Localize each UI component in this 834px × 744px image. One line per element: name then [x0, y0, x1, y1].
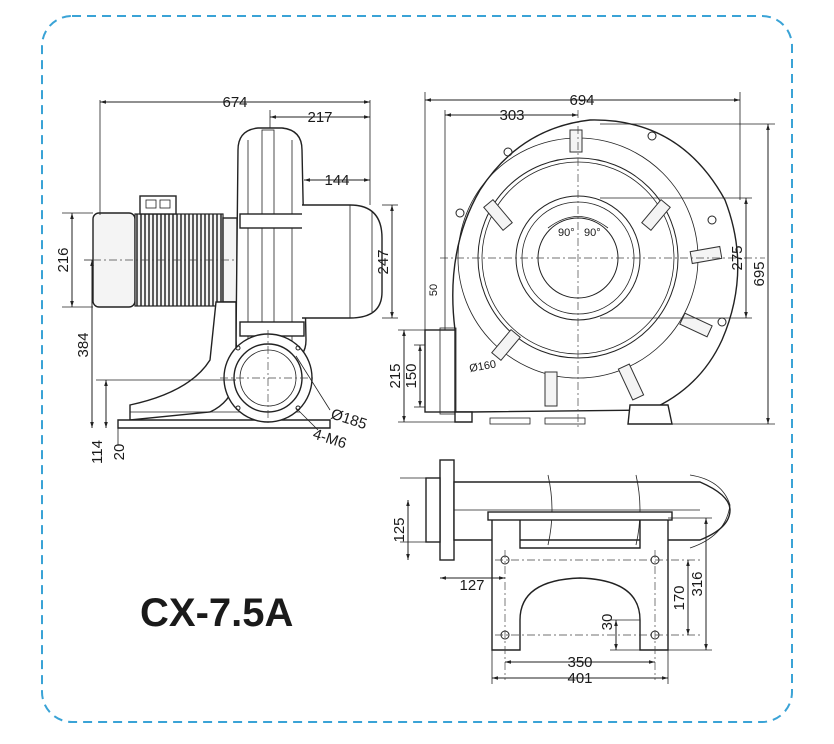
outlet-label: Ø160 [468, 358, 497, 374]
base-frame [491, 517, 669, 651]
top-view: 125 127 170 316 30 350 401 [391, 459, 731, 687]
dim-247: 247 [375, 249, 392, 274]
side-view: 674 217 144 247 216 384 114 20 Ø185 4-M6 [55, 94, 398, 464]
dim-50: 50 [428, 284, 440, 296]
dim-215: 215 [387, 363, 404, 388]
front-view: 90° 90° Ø160 694 303 695 275 50 215 150 [387, 92, 775, 430]
angle-left: 90° [558, 227, 575, 239]
dim-114: 114 [89, 440, 106, 464]
terminal-box [139, 195, 177, 215]
dim-bolt-spec: 4-M6 [311, 426, 349, 453]
dim-401: 401 [567, 670, 592, 687]
dim-303: 303 [499, 107, 524, 124]
dim-inlet-diameter: Ø185 [329, 406, 369, 434]
dim-125: 125 [391, 517, 408, 542]
dim-144: 144 [324, 172, 349, 189]
dim-275: 275 [729, 245, 746, 270]
dim-30: 30 [599, 614, 616, 631]
angle-right: 90° [584, 227, 601, 239]
dim-384: 384 [75, 332, 92, 357]
dim-127: 127 [459, 577, 484, 594]
dim-20: 20 [111, 444, 128, 461]
outlet-side [302, 204, 383, 319]
dim-350: 350 [567, 654, 592, 671]
inlet-flange-top [439, 459, 455, 561]
dim-695: 695 [751, 261, 768, 286]
dim-674: 674 [222, 94, 247, 111]
dim-694: 694 [569, 92, 594, 109]
dim-217: 217 [307, 109, 332, 126]
dim-216: 216 [55, 247, 72, 272]
dim-170: 170 [671, 585, 688, 610]
stand-side [129, 301, 237, 421]
dim-150: 150 [403, 363, 420, 388]
dashed-frame [41, 15, 793, 723]
model-name: CX-7.5A [140, 591, 293, 635]
dim-316: 316 [689, 571, 706, 596]
